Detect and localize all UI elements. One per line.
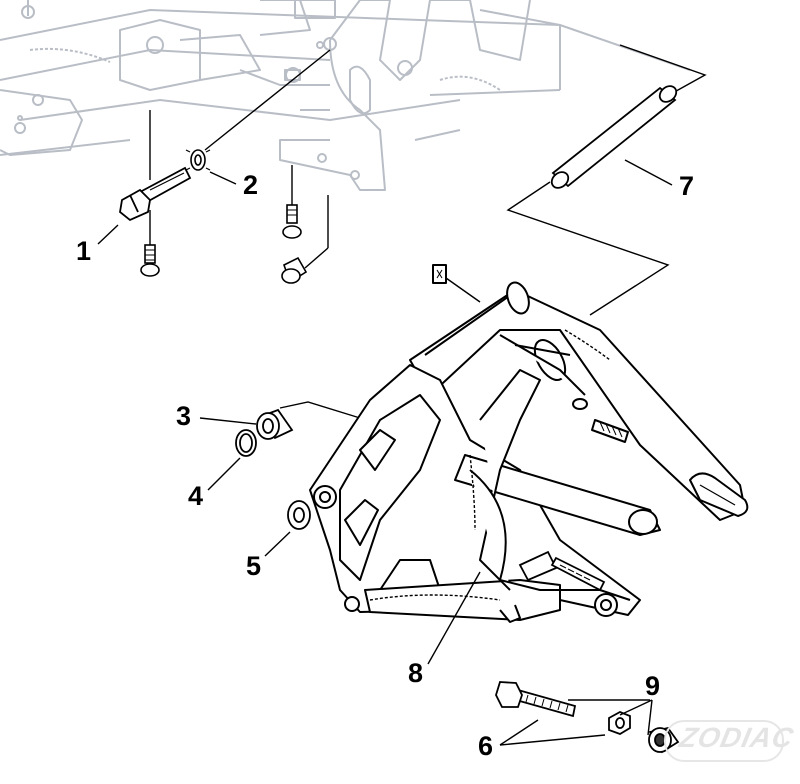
pivot-pin bbox=[550, 85, 678, 189]
screws bbox=[140, 204, 308, 284]
callout-1: 1 bbox=[76, 236, 92, 266]
nut-part-9 bbox=[608, 711, 631, 735]
bolt-part-6 bbox=[495, 681, 577, 718]
callout-9: 9 bbox=[645, 671, 661, 701]
callout-3: 3 bbox=[176, 401, 192, 431]
callout-2: 2 bbox=[243, 170, 259, 200]
bushing-part-3 bbox=[256, 408, 294, 440]
watermark-logo: ZODIAC bbox=[676, 722, 797, 753]
callout-5: 5 bbox=[246, 551, 262, 581]
watermark-logo-frame bbox=[664, 720, 784, 762]
callout-6: 6 bbox=[478, 731, 494, 761]
motorcycle-frame-background bbox=[0, 0, 691, 191]
washer-part-2 bbox=[185, 149, 211, 171]
callout-7: 7 bbox=[679, 171, 695, 201]
bolt-part-1 bbox=[119, 166, 192, 222]
callout-4: 4 bbox=[188, 481, 204, 511]
retaining-ring-part-4 bbox=[235, 429, 257, 457]
assembly-lines bbox=[149, 44, 707, 419]
washer-part-5 bbox=[287, 500, 311, 530]
axle-adjuster bbox=[518, 550, 606, 592]
swingarm-assembly bbox=[309, 264, 749, 623]
callout-leaders bbox=[97, 159, 673, 746]
callout-8: 8 bbox=[408, 658, 424, 688]
